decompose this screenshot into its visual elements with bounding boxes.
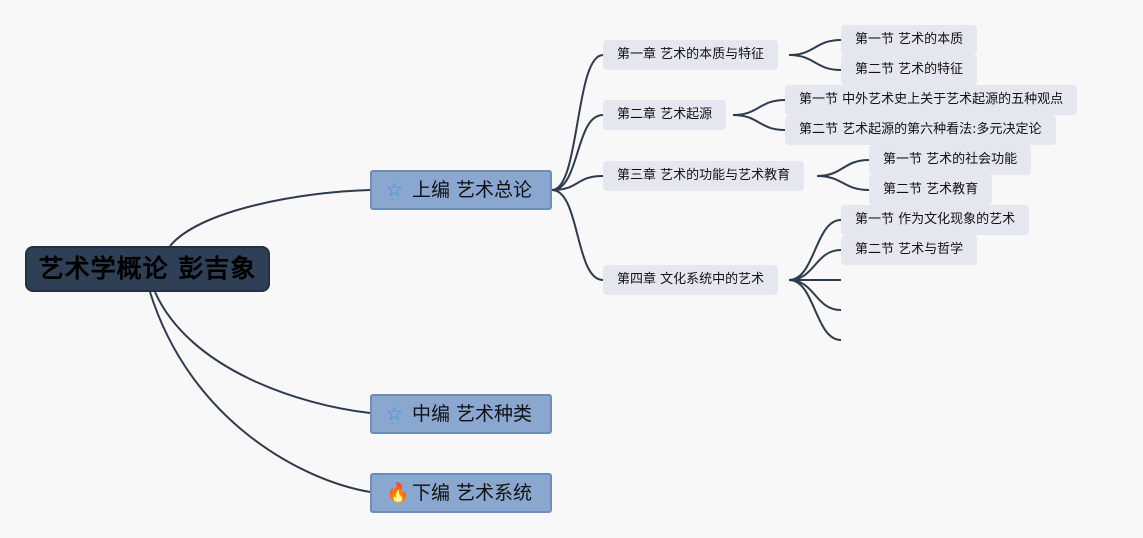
link-ch1-s1 [788,39,842,56]
link-ch2-s2 [732,114,786,131]
section-ch4-2[interactable]: 第二节 艺术与哲学 [841,235,978,265]
link-part1-ch4 [551,189,604,281]
section-ch2-1[interactable]: 第一节 中外艺术史上关于艺术起源的五种观点 [785,85,1078,115]
star-icon: ☆ [386,403,404,425]
link-ch3-s1 [816,159,870,177]
topic-part-1[interactable]: ☆ 上编 艺术总论 [370,170,552,210]
root-topic[interactable]: 艺术学概论 彭吉象 [25,246,270,292]
topic-label: 中编 艺术种类 [412,403,533,425]
topic-part-2[interactable]: ☆ 中编 艺术种类 [370,394,552,434]
topic-label: 下编 艺术系统 [412,482,533,504]
section-ch2-2[interactable]: 第二节 艺术起源的第六种看法:多元决定论 [785,115,1056,145]
link-part1-ch3 [551,175,604,191]
link-ch4-b4 [788,279,842,311]
section-ch4-1[interactable]: 第一节 作为文化现象的艺术 [841,205,1030,235]
link-ch4-s2 [788,249,842,281]
chapter-2[interactable]: 第二章 艺术起源 [603,100,727,130]
section-ch3-1[interactable]: 第一节 艺术的社会功能 [869,145,1032,175]
link-part1-ch1 [551,54,604,191]
chapter-4[interactable]: 第四章 文化系统中的艺术 [603,265,779,295]
fire-icon: 🔥 [386,482,410,504]
link-ch3-s2 [816,175,870,191]
section-ch1-2[interactable]: 第二节 艺术的特征 [841,55,978,85]
link-ch4-b5 [788,279,842,341]
chapter-1[interactable]: 第一章 艺术的本质与特征 [603,40,779,70]
star-icon: ☆ [386,179,404,201]
link-root-part1 [169,189,371,247]
topic-part-3[interactable]: 🔥下编 艺术系统 [370,473,552,513]
link-ch2-s1 [732,99,786,116]
section-ch1-1[interactable]: 第一节 艺术的本质 [841,25,978,55]
link-root-part2 [154,291,371,414]
topic-label: 上编 艺术总论 [412,179,533,201]
link-root-part3 [149,291,371,493]
chapter-3[interactable]: 第三章 艺术的功能与艺术教育 [603,161,805,191]
section-ch3-2[interactable]: 第二节 艺术教育 [869,175,993,205]
link-part1-ch2 [551,114,604,191]
link-ch1-s2 [788,54,842,71]
link-ch4-s1 [788,219,842,281]
